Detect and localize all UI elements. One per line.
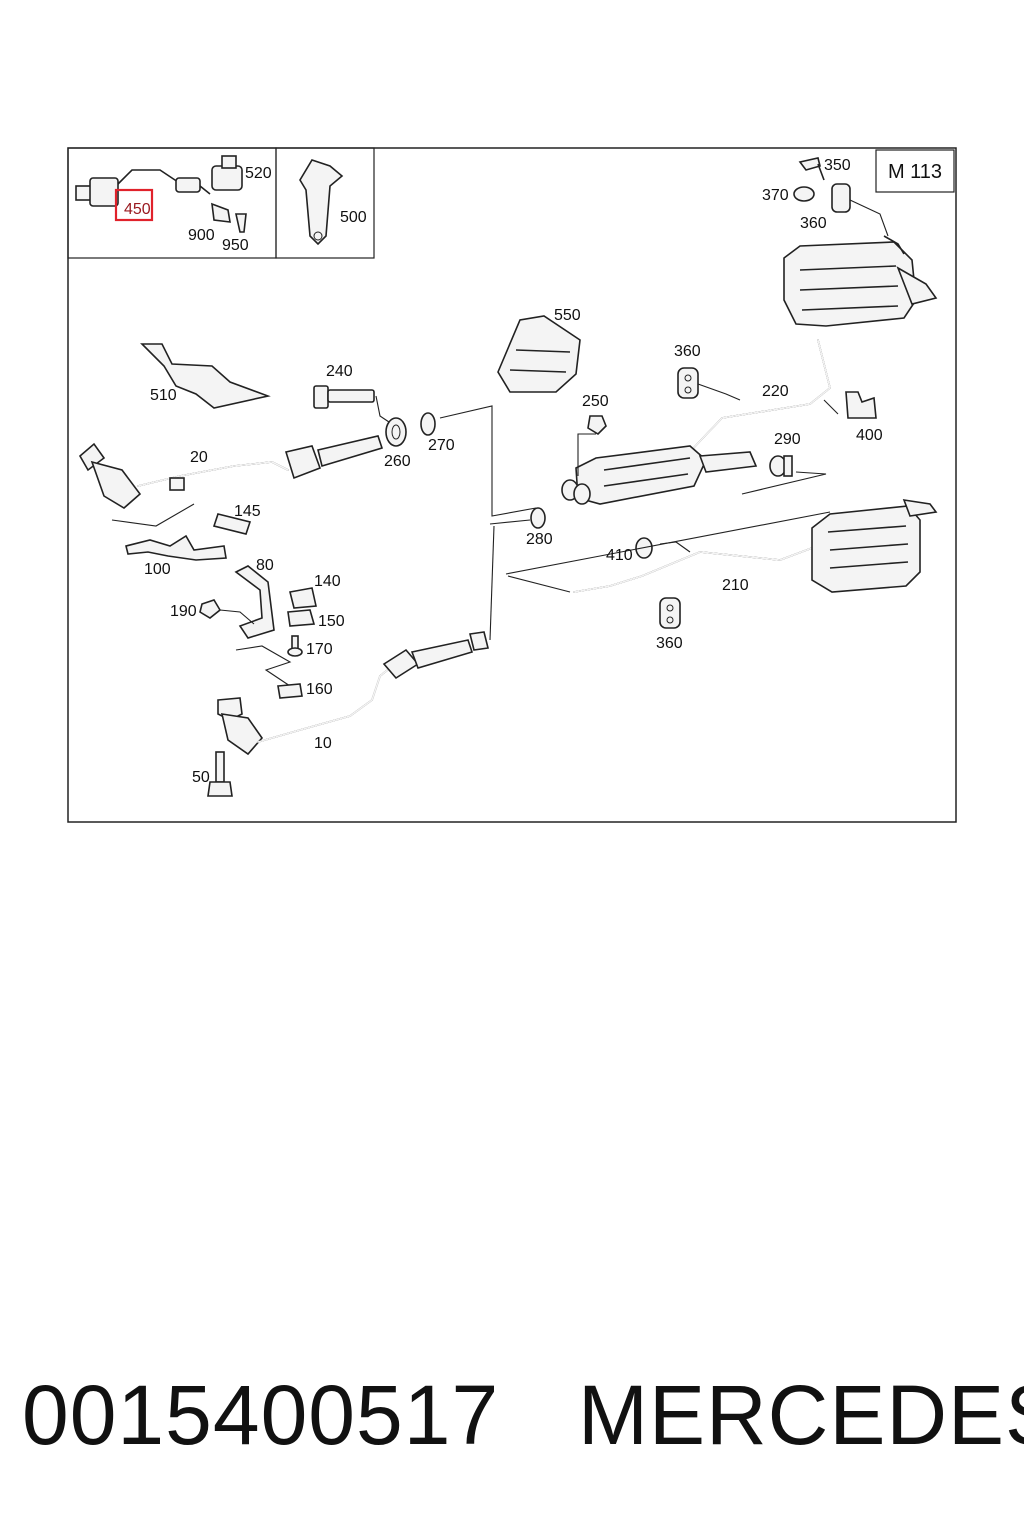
gasket-145-bracket-100-drawing — [111, 503, 252, 561]
label-10: 10 — [314, 735, 332, 752]
part-number: 0015400517 — [22, 1368, 500, 1462]
label-20: 20 — [190, 449, 208, 466]
label-260: 260 — [384, 453, 411, 470]
label-520: 520 — [245, 165, 272, 182]
label-450: 450 — [124, 201, 151, 218]
mount-hardware-drawing — [199, 565, 317, 699]
label-410: 410 — [606, 547, 633, 564]
label-140: 140 — [314, 573, 341, 590]
label-160: 160 — [306, 681, 333, 698]
oxygen-sensor-drawing — [75, 155, 247, 233]
label-360-top: 360 — [800, 215, 827, 232]
label-400: 400 — [856, 427, 883, 444]
rear-muffler-bottom-drawing — [811, 499, 938, 593]
label-210: 210 — [722, 577, 749, 594]
label-50: 50 — [192, 769, 210, 786]
label-240: 240 — [326, 363, 353, 380]
clamp-290-drawing — [741, 455, 827, 495]
bolt-240-drawing — [313, 385, 393, 425]
brand-name: MERCEDES — [578, 1368, 1024, 1462]
label-550: 550 — [554, 307, 581, 324]
label-500: 500 — [340, 209, 367, 226]
label-190: 190 — [170, 603, 197, 620]
ring-280-drawing — [489, 507, 546, 529]
bolt-50-drawing — [207, 751, 233, 797]
part-caption: 0015400517 MERCEDES — [0, 1360, 1024, 1510]
label-950: 950 — [222, 237, 249, 254]
exhaust-parts-diagram: M 113 450 520 900 950 500 350 370 360 — [67, 147, 957, 823]
label-145: 145 — [234, 503, 261, 520]
label-900: 900 — [188, 227, 215, 244]
label-220: 220 — [762, 383, 789, 400]
pipe-220-drawing — [681, 339, 839, 461]
label-280: 280 — [526, 531, 553, 548]
rear-muffler-top-drawing — [783, 235, 938, 327]
bracket-400-drawing — [845, 391, 877, 419]
front-pipe-10-drawing — [217, 525, 495, 756]
rubber-mount-360-mid-drawing — [677, 367, 741, 401]
rubber-mount-360-low-drawing — [659, 597, 681, 629]
label-270: 270 — [428, 437, 455, 454]
label-510: 510 — [150, 387, 177, 404]
label-150: 150 — [318, 613, 345, 630]
bracket-500-drawing — [299, 159, 344, 246]
rear-pipe-210-drawing — [505, 511, 831, 593]
inset-frame-bracket — [275, 147, 375, 259]
bracket-510-drawing — [140, 343, 271, 409]
label-170: 170 — [306, 641, 333, 658]
front-pipe-20-drawing — [78, 435, 384, 509]
diagram-frame — [67, 147, 957, 823]
label-360-low: 360 — [656, 635, 683, 652]
gasket-260-ring-270-drawing — [385, 405, 537, 517]
hanger-parts-top-drawing — [793, 157, 889, 237]
code-box — [875, 149, 955, 193]
label-360-mid: 360 — [674, 343, 701, 360]
center-muffler-drawing — [561, 415, 758, 505]
diagram-code: M 113 — [888, 161, 942, 183]
heat-shield-550-drawing — [497, 315, 581, 393]
label-250: 250 — [582, 393, 609, 410]
label-80: 80 — [256, 557, 274, 574]
label-290: 290 — [774, 431, 801, 448]
label-370: 370 — [762, 187, 789, 204]
highlight-box-450 — [114, 188, 154, 222]
label-350: 350 — [824, 157, 851, 174]
label-100: 100 — [144, 561, 171, 578]
